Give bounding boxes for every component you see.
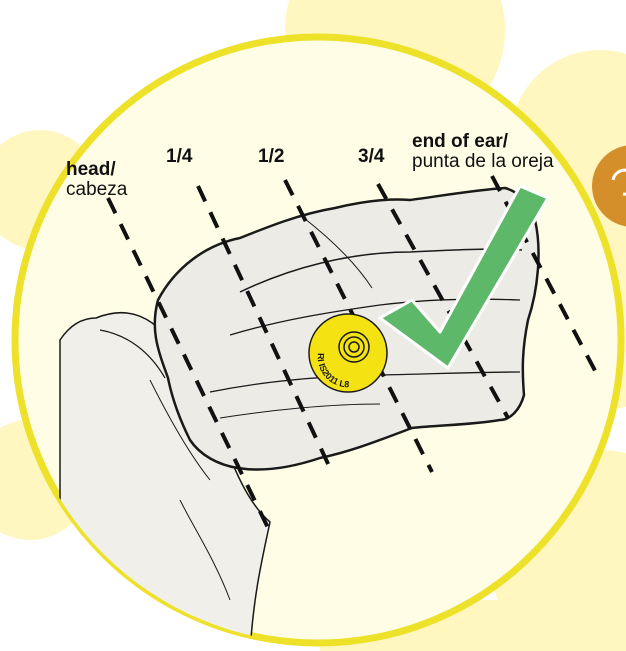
ear-tag-icon: RI IS2011 L8 — [309, 314, 387, 392]
label-half: 1/2 — [258, 146, 284, 168]
label-end-bold: end of ear/ — [412, 132, 554, 151]
label-three-quarter: 3/4 — [358, 146, 384, 168]
label-head: head/ cabeza — [66, 160, 127, 199]
label-head-regular: cabeza — [66, 180, 127, 199]
label-end-regular: punta de la oreja — [412, 152, 554, 171]
label-quarter: 1/4 — [166, 146, 192, 168]
label-head-bold: head/ — [66, 160, 127, 179]
label-end: end of ear/ punta de la oreja — [412, 132, 554, 171]
